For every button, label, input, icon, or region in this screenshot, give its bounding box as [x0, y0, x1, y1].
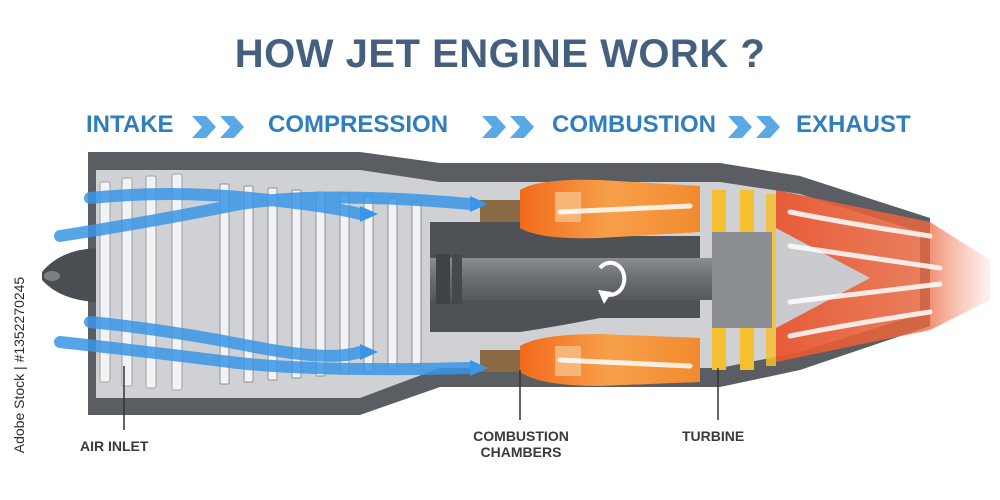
stage-intake-label: INTAKE: [86, 111, 174, 138]
air-flow-arrows: [54, 188, 476, 376]
combustion-chambers-label: COMBUSTION CHAMBERS: [462, 428, 580, 460]
compressor-blades: [219, 183, 422, 385]
page-title: HOW JET ENGINE WORK ?: [234, 32, 766, 76]
air-flow-arrowheads: [360, 196, 488, 376]
chevron-arrows-icon: [192, 116, 244, 138]
nose-cone: [42, 248, 96, 302]
stage-compression-label: COMPRESSION: [268, 111, 449, 138]
chevron-arrows-icon: [728, 116, 780, 138]
combustion-chambers-label-line1: COMBUSTION: [473, 428, 569, 444]
turbine-blades: [712, 190, 776, 370]
exhaust-flow: [776, 190, 990, 362]
stage-combustion-label: COMBUSTION: [552, 111, 716, 138]
combustion-chambers-label-line2: CHAMBERS: [480, 444, 562, 460]
air-inlet-label: AIR INLET: [80, 438, 149, 454]
turbine-label: TURBINE: [682, 428, 745, 444]
stage-exhaust-label: EXHAUST: [796, 111, 911, 138]
stock-watermark: Adobe Stock | #1352270245: [4, 255, 34, 475]
stock-watermark-text: Adobe Stock | #1352270245: [11, 276, 27, 454]
chevron-arrows-icon: [482, 116, 534, 138]
rotation-arrow-icon: [598, 260, 627, 297]
main-shaft: [430, 258, 730, 300]
hot-flow-arrows: [557, 203, 943, 369]
